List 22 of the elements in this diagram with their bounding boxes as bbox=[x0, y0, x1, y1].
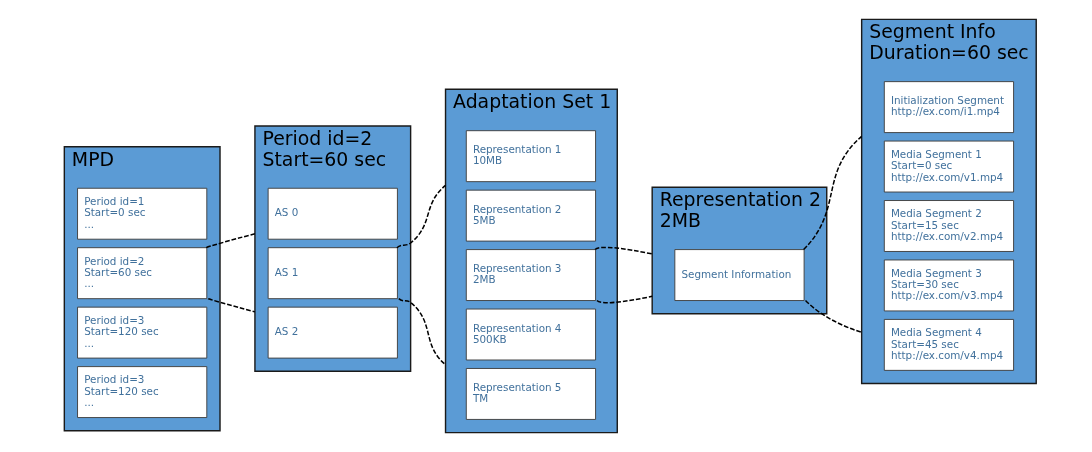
node-box: Representation 3 2MB bbox=[465, 249, 596, 301]
node-box: Representation 5 TM bbox=[465, 368, 596, 420]
node-box: Media Segment 1 Start=0 sec http://ex.com/v1.mp4 bbox=[883, 140, 1014, 193]
node-box: Period id=3 Start=120 sec ... bbox=[76, 366, 207, 419]
node-box: Media Segment 4 Start=45 sec http://ex.com/v4.mp4 bbox=[883, 318, 1014, 371]
node-box: Initialization Segment http://ex.com/i1.mp4 bbox=[883, 81, 1014, 134]
connector bbox=[804, 299, 862, 334]
node-box: Representation 2 5MB bbox=[465, 189, 596, 242]
node-box: AS 0 bbox=[267, 187, 398, 240]
node-box: Representation 4 500KB bbox=[465, 308, 596, 361]
node-box: Media Segment 2 Start=15 sec http://ex.com/v2.mp4 bbox=[883, 200, 1014, 252]
connector bbox=[802, 135, 862, 251]
node-box: Representation 1 10MB bbox=[465, 130, 596, 183]
connector bbox=[595, 295, 653, 304]
node-box: AS 1 bbox=[267, 247, 398, 300]
node-box: Period id=1 Start=0 sec ... bbox=[76, 187, 207, 240]
node-box: Period id=3 Start=120 sec ... bbox=[76, 306, 207, 359]
node-box: Media Segment 3 Start=30 sec http://ex.com/v3.mp4 bbox=[883, 259, 1014, 312]
node-box: Segment Information bbox=[673, 249, 805, 301]
node-box: AS 2 bbox=[267, 306, 398, 359]
node-box: Period id=2 Start=60 sec ... bbox=[76, 247, 207, 300]
connector bbox=[593, 246, 653, 255]
